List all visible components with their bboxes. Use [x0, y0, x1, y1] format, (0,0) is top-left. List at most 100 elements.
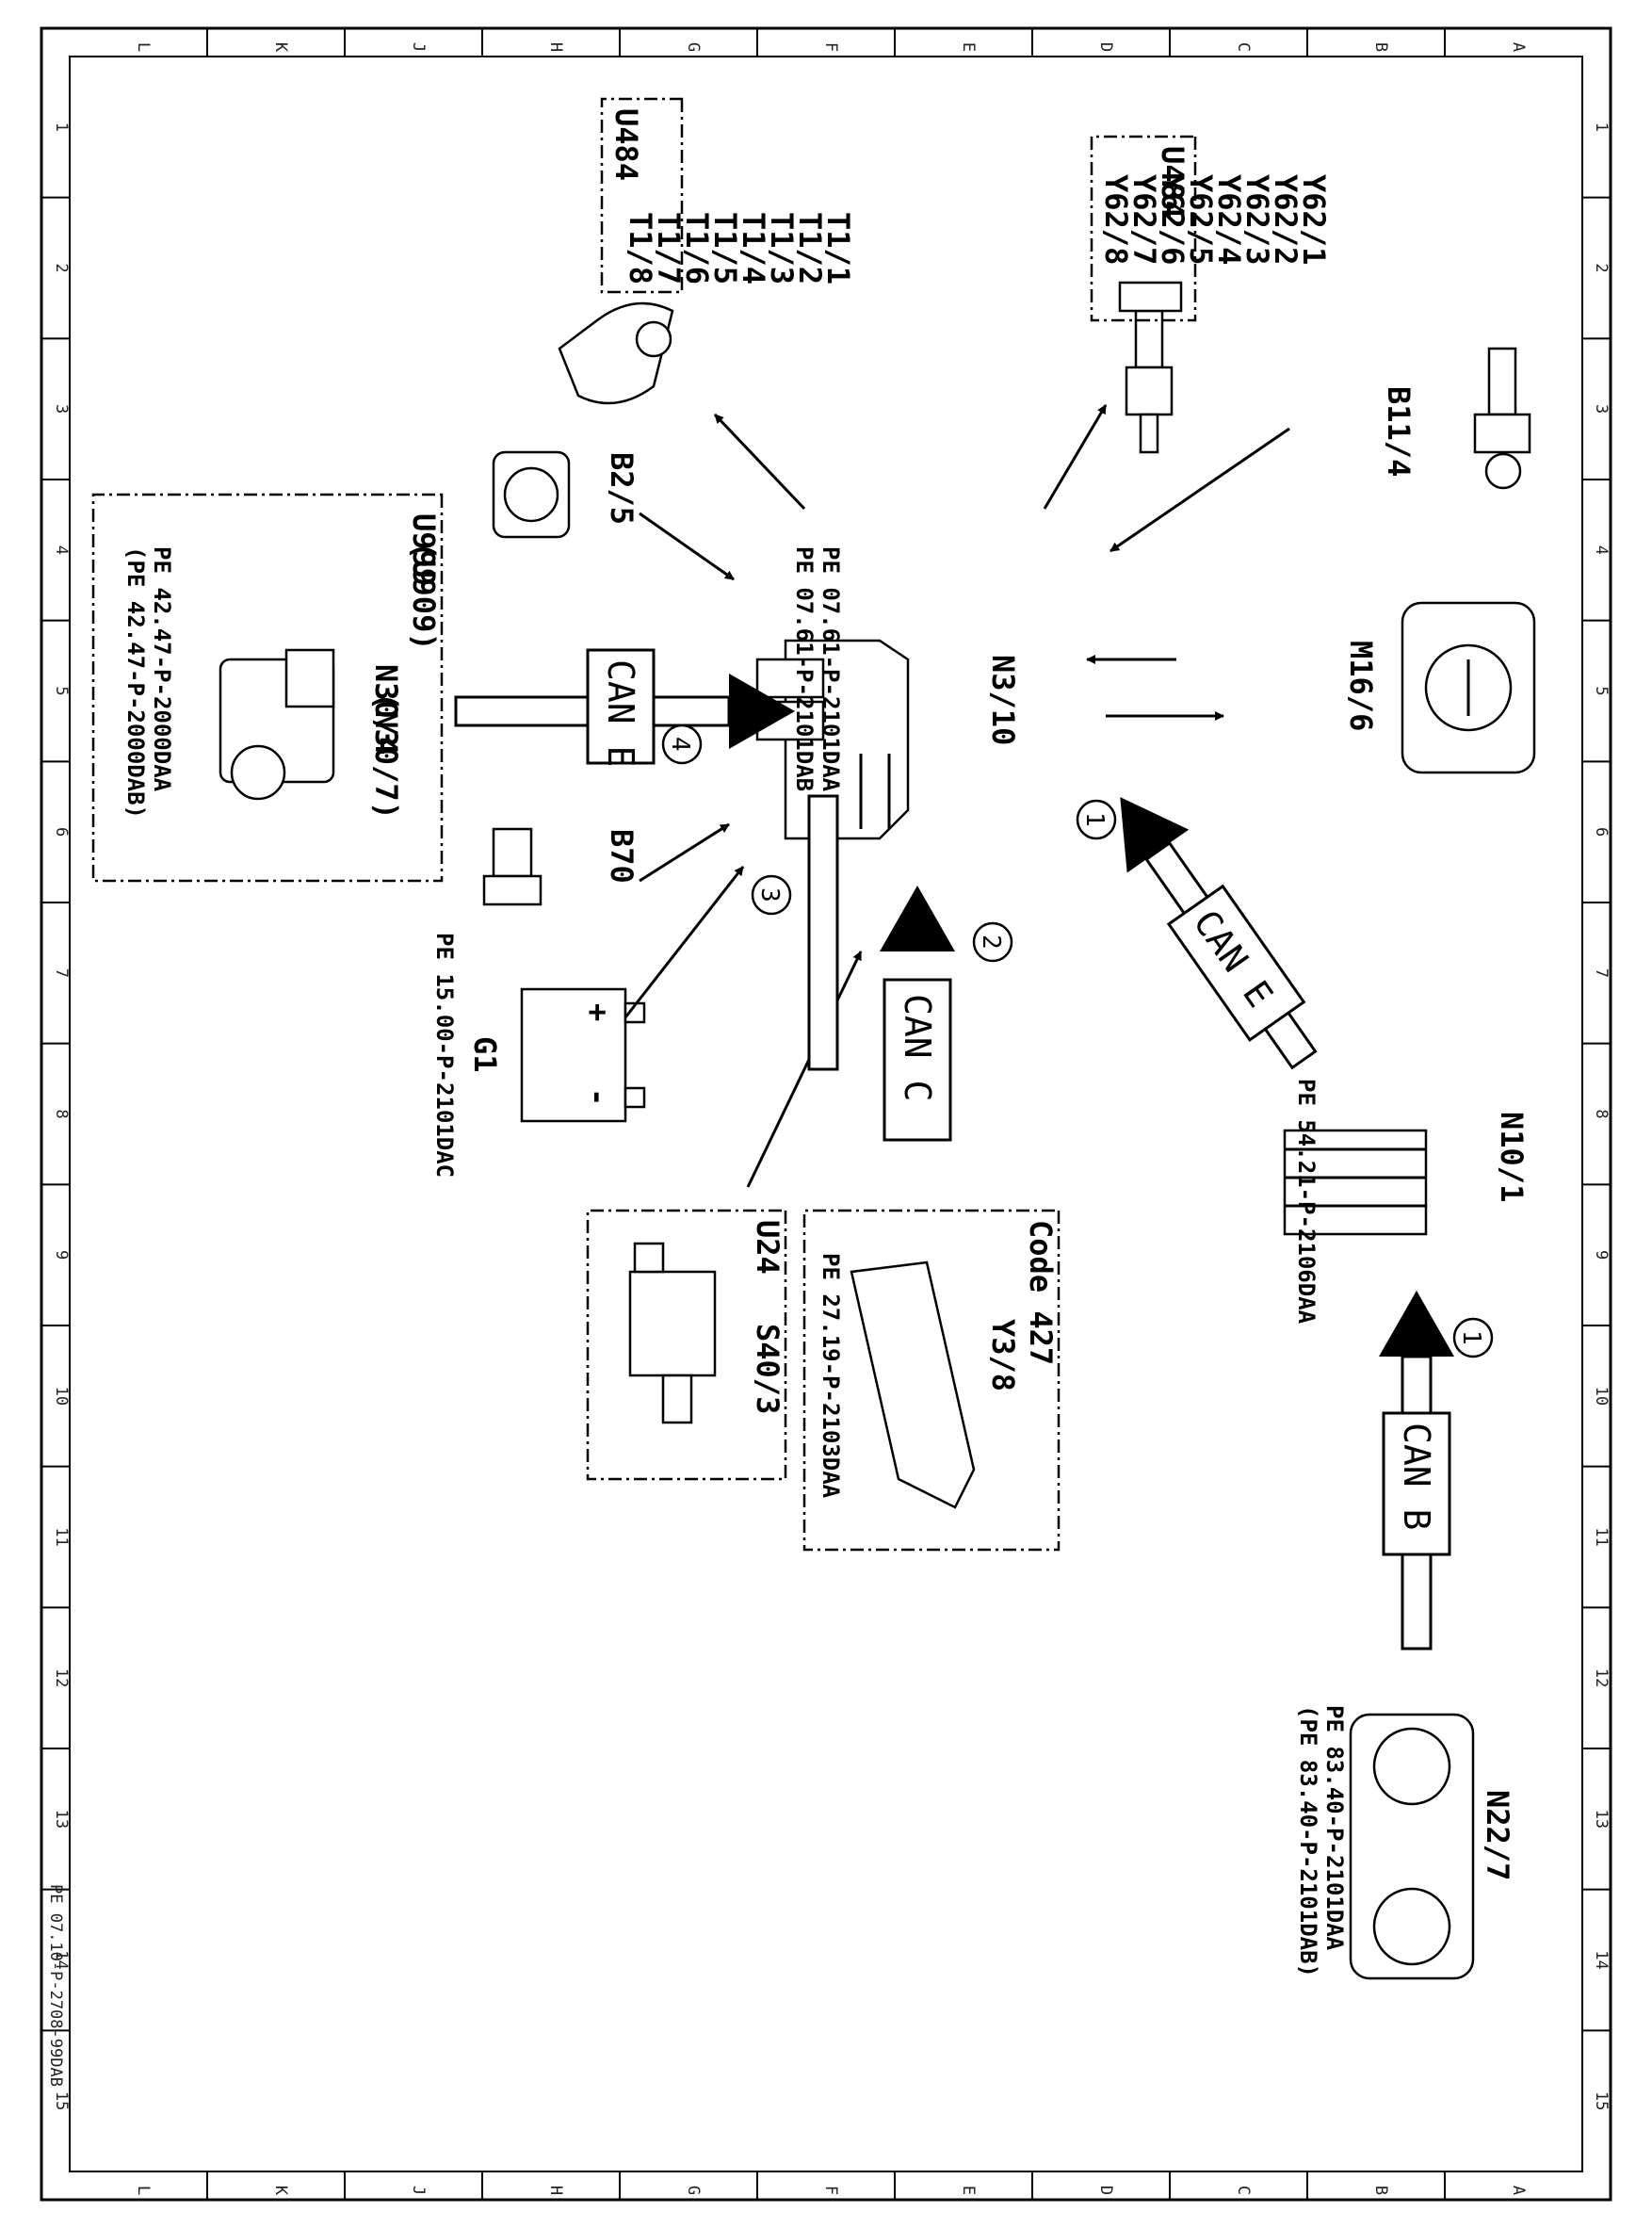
grid-row-label: 7 — [1592, 968, 1611, 978]
outer-frame — [40, 26, 1612, 2202]
battery-icon — [520, 987, 627, 1123]
n3-10-ref-2: PE 07.61-P-2101DAB — [791, 546, 818, 791]
y62-injectors: Y62/1 Y62/2 Y62/3 Y62/4 Y62/5 Y62/6 Y62/… — [1043, 135, 1332, 510]
can-b-arrowhead — [1379, 1291, 1454, 1357]
can-b-label-box — [1382, 1411, 1451, 1556]
b70-sensor: B70 — [482, 822, 730, 906]
grid-row-label: 6 — [1592, 827, 1611, 837]
grid-row-label: 8 — [52, 1109, 71, 1118]
t1-6-label: T1/6 — [679, 212, 715, 285]
crank-sensor-icon — [492, 827, 533, 878]
grid-col-label: J — [409, 2186, 428, 2195]
grid-col-label: L — [134, 42, 153, 52]
temp-sensor-icon — [1487, 347, 1517, 416]
marker-2-circle — [972, 921, 1013, 963]
can-e-4-label-box — [586, 648, 656, 765]
document-id: PE 07.10-P-2708-99DAB — [46, 1884, 65, 2087]
grid-row-label: 2 — [52, 263, 71, 272]
n22-7-ref-1: PE 83.40-P-2101DAA — [1321, 1705, 1348, 1951]
grid-col-label: B — [1371, 2186, 1390, 2195]
arrow-b11-4-to-n3 — [1109, 427, 1290, 553]
can-c-bar — [807, 794, 839, 1071]
grid-row-label: 4 — [52, 545, 71, 555]
t1-2-label: T1/2 — [792, 212, 828, 285]
grid-row-label: 13 — [52, 1810, 71, 1829]
g1-plus: + — [580, 1003, 616, 1021]
inner-frame — [69, 56, 1583, 2172]
grid-col-label: E — [959, 2186, 978, 2195]
y62-5-label: Y62/5 — [1183, 174, 1219, 265]
grid-row-label: 14 — [1592, 1950, 1611, 1969]
n22-7-ref-2: (PE 83.40-P-2101DAB) — [1295, 1705, 1321, 1977]
g1-battery: + - G1 PE 15.00-P-2101DAC 3 — [431, 866, 792, 1178]
can-c-label: CAN C — [897, 994, 938, 1101]
can-e-bus-4: CAN E 4 — [454, 648, 795, 767]
n10-1-label: N10/1 — [1494, 1112, 1530, 1202]
arrow-n3-to-t1 — [713, 413, 806, 511]
grid-row-label: 11 — [1592, 1527, 1611, 1546]
t1-5-label: T1/5 — [707, 212, 743, 285]
y62-3-label: Y62/3 — [1239, 174, 1275, 265]
t1-7-label: T1/7 — [651, 212, 687, 285]
b11-4-sensor: B11/4 — [1109, 347, 1531, 553]
grid-col-label: J — [409, 42, 428, 52]
can-b-label: CAN B — [1396, 1423, 1437, 1530]
y3-8-label: Y3/8 — [985, 1319, 1021, 1391]
m16-6-label: M16/6 — [1343, 641, 1379, 731]
marker-1a-text: 1 — [1080, 812, 1109, 827]
marker-3-text: 3 — [755, 887, 784, 903]
arrow-b2-5-to-n3 — [639, 512, 735, 581]
grid-col-label: C — [1234, 42, 1253, 52]
b70-label: B70 — [604, 829, 640, 884]
marker-4-circle — [661, 724, 703, 765]
t1-3-label: T1/3 — [764, 212, 800, 285]
grid-col-label: B — [1371, 42, 1390, 52]
can-e-4-label: CAN E — [600, 659, 641, 767]
n30-4-ref-2: (PE 42.47-P-2000DAB) — [122, 546, 149, 819]
grid-row-label: 9 — [1592, 1250, 1611, 1260]
grid-row-label: 8 — [1592, 1109, 1611, 1118]
sam-unit-icon — [1283, 1129, 1428, 1236]
can-b-bus: CAN B 1 — [1379, 1291, 1494, 1651]
u24-group-box — [586, 1209, 787, 1481]
marker-3-circle — [751, 874, 792, 916]
grid-row-label: 13 — [1592, 1810, 1611, 1829]
y62-6-label: Y62/6 — [1155, 174, 1190, 265]
n30-4-ref-1: PE 42.47-P-2000DAA — [149, 546, 175, 792]
u999-group-box — [91, 493, 444, 883]
t1-ignition-coil: T1/1 T1/2 T1/3 T1/4 T1/5 T1/6 T1/7 T1/8 … — [558, 97, 856, 511]
n10-1-ref: PE 54.21-P-2106DAA — [1293, 1079, 1320, 1325]
arrow-b70-to-n3 — [639, 822, 730, 883]
code-427-group-box — [802, 1209, 1061, 1552]
arrow-g1-to-n3 — [624, 866, 745, 1018]
n30-4-label: N30/4 — [368, 664, 404, 755]
y62-8-label: Y62/8 — [1098, 174, 1134, 265]
y62-2-label: Y62/2 — [1268, 174, 1304, 265]
grid-col-label: A — [1509, 42, 1528, 52]
marker-4-text: 4 — [666, 737, 694, 752]
u484-y62-group-box — [1090, 135, 1197, 322]
marker-1b-circle — [1452, 1317, 1494, 1358]
grid-row-label: 9 — [52, 1250, 71, 1260]
y3-8-ref: PE 27.19-P-2103DAA — [818, 1253, 844, 1499]
grid-col-label: A — [1509, 2186, 1528, 2195]
grid-col-label: L — [134, 2186, 153, 2195]
stoplamp-switch-icon — [628, 1270, 717, 1377]
can-c-label-box — [883, 978, 952, 1142]
b2-5-sensor: B2/5 — [492, 450, 735, 581]
grid-row-label: 10 — [1592, 1387, 1611, 1406]
n3-10-ref-1: PE 07.61-P-2101DAA — [818, 546, 844, 792]
grid-col-label: C — [1234, 2186, 1253, 2195]
grid-col-label: E — [959, 42, 978, 52]
t1-8-label: T1/8 — [623, 212, 658, 285]
grid-col-label: D — [1096, 2186, 1115, 2195]
y62-1-label: Y62/1 — [1296, 174, 1332, 265]
grid-row-label: 4 — [1592, 545, 1611, 555]
u999-label: U999 — [406, 513, 442, 586]
y62-4-label: Y62/4 — [1211, 174, 1247, 265]
grid-col-label: H — [546, 42, 565, 52]
t1-code-list: T1/1 T1/2 T1/3 T1/4 T1/5 T1/6 T1/7 T1/8 — [623, 212, 856, 285]
marker-1b-text: 1 — [1457, 1330, 1485, 1345]
